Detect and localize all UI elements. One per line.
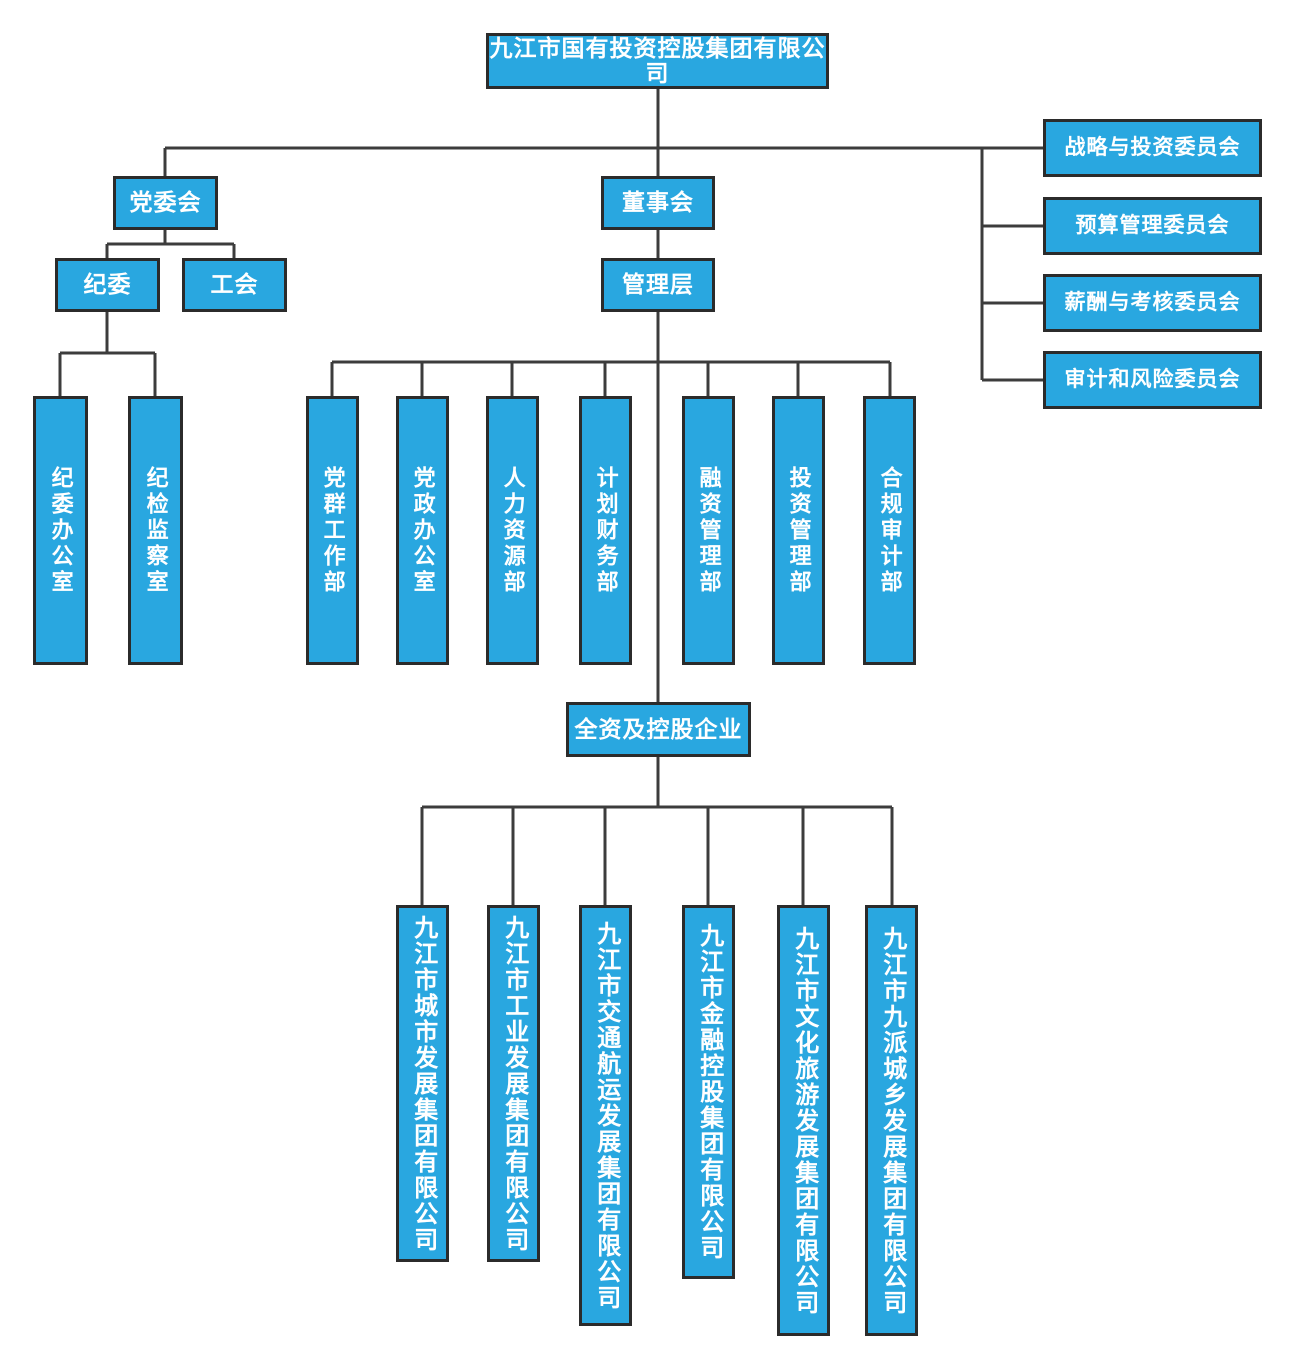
subsidiary-label: 九江市金融控股集团有限公司 <box>695 923 723 1261</box>
dept-label: 投资管理部 <box>786 465 812 596</box>
dept-label: 合规审计部 <box>877 465 903 596</box>
subsidiary-label: 九江市交通航运发展集团有限公司 <box>592 920 620 1311</box>
subsidiary-industrial-development: 九江市工业发展集团有限公司 <box>487 905 540 1262</box>
connector-committee-spine <box>980 148 1043 382</box>
node-management: 管理层 <box>601 258 715 312</box>
office-label: 纪检监察室 <box>143 465 169 596</box>
connector-discipline-children <box>58 312 157 396</box>
dept-label: 党群工作部 <box>320 465 346 596</box>
committee-compensation-assessment: 薪酬与考核委员会 <box>1043 274 1262 332</box>
committee-budget-management: 预算管理委员会 <box>1043 197 1262 255</box>
node-board: 董事会 <box>601 176 715 230</box>
node-subsidiaries-header: 全资及控股企业 <box>566 702 751 757</box>
subsidiary-label: 九江市九派城乡发展集团有限公司 <box>878 925 906 1316</box>
committee-strategy-investment: 战略与投资委员会 <box>1043 119 1262 177</box>
office-discipline-committee-office: 纪委办公室 <box>33 396 88 665</box>
connector-party-children <box>105 230 236 258</box>
node-discipline-committee: 纪委 <box>55 258 160 312</box>
office-label: 纪委办公室 <box>48 465 74 596</box>
dept-human-resources: 人力资源部 <box>486 396 539 665</box>
dept-party-mass-work: 党群工作部 <box>306 396 359 665</box>
node-root: 九江市国有投资控股集团有限公司 <box>486 33 829 89</box>
node-party-committee: 党委会 <box>113 176 218 230</box>
subsidiary-transport-shipping: 九江市交通航运发展集团有限公司 <box>579 905 632 1326</box>
dept-compliance-audit: 合规审计部 <box>863 396 916 665</box>
dept-party-gov-office: 党政办公室 <box>396 396 449 665</box>
dept-label: 人力资源部 <box>500 465 526 596</box>
subsidiary-label: 九江市文化旅游发展集团有限公司 <box>790 925 818 1316</box>
committee-audit-risk: 审计和风险委员会 <box>1043 351 1262 409</box>
node-labor-union: 工会 <box>182 258 287 312</box>
dept-label: 计划财务部 <box>593 465 619 596</box>
dept-planning-finance: 计划财务部 <box>579 396 632 665</box>
subsidiary-jiupai-urban-rural: 九江市九派城乡发展集团有限公司 <box>865 905 918 1336</box>
dept-label: 党政办公室 <box>410 465 436 596</box>
subsidiary-label: 九江市城市发展集团有限公司 <box>409 914 437 1253</box>
office-discipline-inspection-supervision: 纪检监察室 <box>128 396 183 665</box>
dept-investment-management: 投资管理部 <box>772 396 825 665</box>
subsidiary-label: 九江市工业发展集团有限公司 <box>500 914 528 1253</box>
subsidiary-financial-holding: 九江市金融控股集团有限公司 <box>682 905 735 1279</box>
dept-financing-management: 融资管理部 <box>682 396 735 665</box>
connector-department-spine <box>330 360 892 396</box>
connector-subsidiary-spine <box>420 757 894 905</box>
subsidiary-urban-development: 九江市城市发展集团有限公司 <box>396 905 449 1262</box>
dept-label: 融资管理部 <box>696 465 722 596</box>
subsidiary-culture-tourism: 九江市文化旅游发展集团有限公司 <box>777 905 830 1336</box>
